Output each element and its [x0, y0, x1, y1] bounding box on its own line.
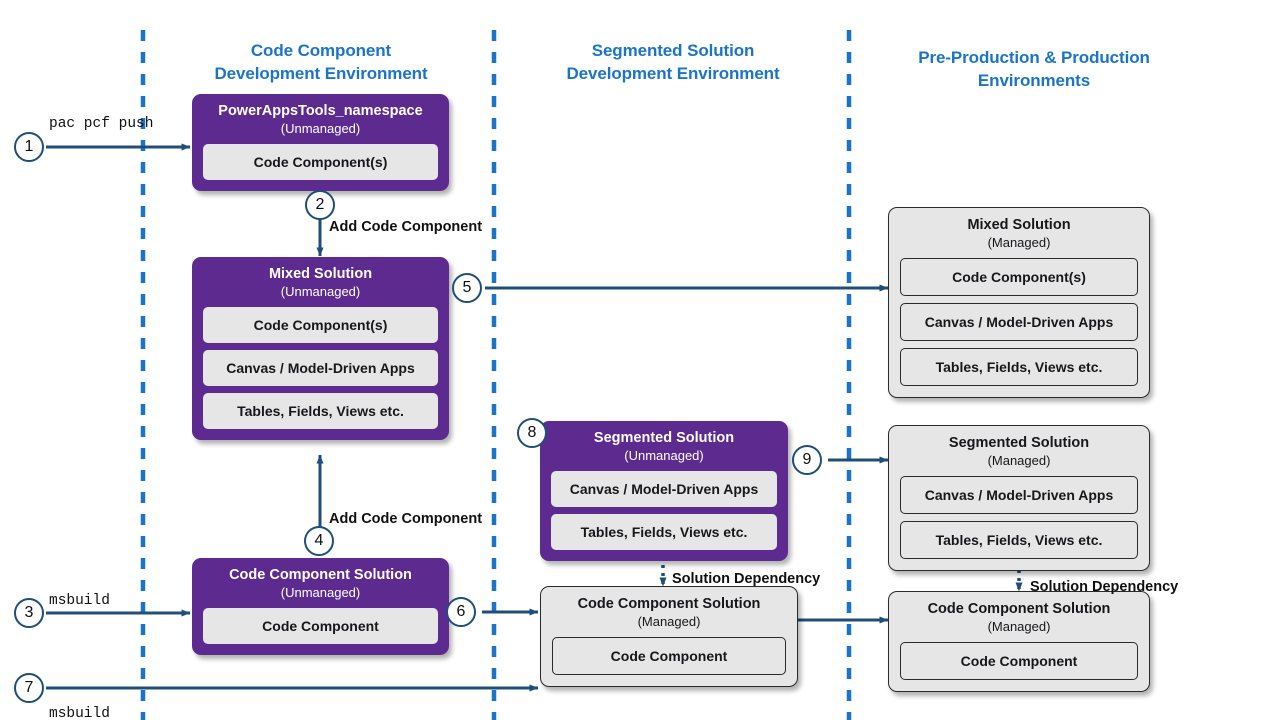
- label-msbuild-release-line1: msbuild: [49, 706, 110, 720]
- box-title: Code Component Solution (Managed): [900, 600, 1138, 635]
- box-mixed-solution-unmanaged[interactable]: Mixed Solution (Unmanaged) Code Componen…: [192, 257, 449, 440]
- box-subtitle: (Unmanaged): [280, 284, 361, 299]
- box-item[interactable]: Code Component: [203, 608, 438, 644]
- column-title-line1: Pre-Production & Production: [918, 48, 1150, 67]
- label-msbuild-release: msbuild /p:configuration=Release: [49, 667, 258, 720]
- box-item[interactable]: Canvas / Model-Driven Apps: [900, 476, 1138, 514]
- box-title-main: Mixed Solution: [967, 217, 1071, 233]
- box-item[interactable]: Tables, Fields, Views etc.: [900, 521, 1138, 559]
- step-circle-1[interactable]: 1: [14, 132, 44, 162]
- box-subtitle: (Managed): [987, 453, 1051, 468]
- box-code-component-solution-managed-dev[interactable]: Code Component Solution (Managed) Code C…: [540, 586, 798, 687]
- box-segmented-solution-unmanaged[interactable]: Segmented Solution (Unmanaged) Canvas / …: [540, 421, 788, 561]
- step-circle-3[interactable]: 3: [14, 598, 44, 628]
- box-item[interactable]: Code Component(s): [203, 144, 438, 180]
- box-item[interactable]: Canvas / Model-Driven Apps: [551, 471, 777, 507]
- box-title: Code Component Solution (Unmanaged): [203, 566, 438, 601]
- box-item[interactable]: Code Component: [900, 642, 1138, 680]
- step-circle-8[interactable]: 8: [517, 418, 547, 448]
- box-mixed-solution-managed[interactable]: Mixed Solution (Managed) Code Component(…: [888, 207, 1150, 398]
- box-title: Code Component Solution (Managed): [552, 595, 786, 630]
- step-circle-7[interactable]: 7: [14, 673, 44, 703]
- step-circle-4[interactable]: 4: [304, 526, 334, 556]
- column-title-line1: Segmented Solution: [591, 41, 755, 60]
- box-code-component-solution-unmanaged[interactable]: Code Component Solution (Unmanaged) Code…: [192, 558, 449, 655]
- box-title: PowerAppsTools_namespace (Unmanaged): [203, 102, 438, 137]
- box-code-component-solution-managed-prod[interactable]: Code Component Solution (Managed) Code C…: [888, 591, 1150, 692]
- box-title: Segmented Solution (Managed): [900, 434, 1138, 469]
- box-item[interactable]: Code Component: [552, 637, 786, 675]
- box-title-main: Code Component Solution: [229, 567, 412, 583]
- column-title-line2: Development Environment: [214, 64, 428, 83]
- step-circle-9[interactable]: 9: [792, 445, 822, 475]
- box-item[interactable]: Tables, Fields, Views etc.: [551, 514, 777, 550]
- box-title-main: Code Component Solution: [577, 596, 761, 612]
- step-circle-2[interactable]: 2: [305, 190, 335, 220]
- column-title-line2: Development Environment: [566, 64, 780, 83]
- box-title-main: PowerAppsTools_namespace: [218, 103, 423, 119]
- box-title-main: Segmented Solution: [948, 435, 1090, 451]
- box-segmented-solution-managed[interactable]: Segmented Solution (Managed) Canvas / Mo…: [888, 425, 1150, 571]
- column-title-line1: Code Component: [250, 41, 392, 60]
- label-solution-dependency-prod: Solution Dependency: [1030, 579, 1179, 595]
- label-add-code-component-top: Add Code Component: [329, 219, 483, 235]
- box-item[interactable]: Canvas / Model-Driven Apps: [203, 350, 438, 386]
- column-title-preprod-prod: Pre-Production & Production Environments: [885, 46, 1183, 92]
- box-subtitle: (Unmanaged): [280, 121, 361, 136]
- box-title-main: Segmented Solution: [593, 430, 735, 446]
- box-title: Segmented Solution (Unmanaged): [551, 429, 777, 464]
- box-item[interactable]: Code Component(s): [203, 307, 438, 343]
- box-title-main: Code Component Solution: [927, 601, 1111, 617]
- box-item[interactable]: Canvas / Model-Driven Apps: [900, 303, 1138, 341]
- step-circle-6[interactable]: 6: [446, 597, 476, 627]
- box-title: Mixed Solution (Managed): [900, 216, 1138, 251]
- box-subtitle: (Managed): [987, 235, 1051, 250]
- box-title-main: Mixed Solution: [268, 266, 373, 282]
- box-item[interactable]: Code Component(s): [900, 258, 1138, 296]
- column-title-line2: Environments: [977, 71, 1091, 90]
- step-circle-5[interactable]: 5: [452, 273, 482, 303]
- box-item[interactable]: Tables, Fields, Views etc.: [203, 393, 438, 429]
- box-subtitle: (Managed): [637, 614, 701, 629]
- box-subtitle: (Managed): [987, 619, 1051, 634]
- label-add-code-component-bottom: Add Code Component: [329, 511, 483, 527]
- box-title: Mixed Solution (Unmanaged): [203, 265, 438, 300]
- column-title-code-component-dev: Code Component Development Environment: [180, 39, 462, 85]
- box-subtitle: (Unmanaged): [624, 448, 704, 463]
- box-item[interactable]: Tables, Fields, Views etc.: [900, 348, 1138, 386]
- box-subtitle: (Unmanaged): [280, 585, 361, 600]
- label-msbuild: msbuild: [49, 593, 110, 609]
- box-powerapps-tools-namespace[interactable]: PowerAppsTools_namespace (Unmanaged) Cod…: [192, 94, 449, 191]
- label-pac-pcf-push: pac pcf push: [49, 116, 154, 132]
- column-title-segmented-solution-dev: Segmented Solution Development Environme…: [532, 39, 814, 85]
- label-solution-dependency-dev: Solution Dependency: [672, 571, 821, 587]
